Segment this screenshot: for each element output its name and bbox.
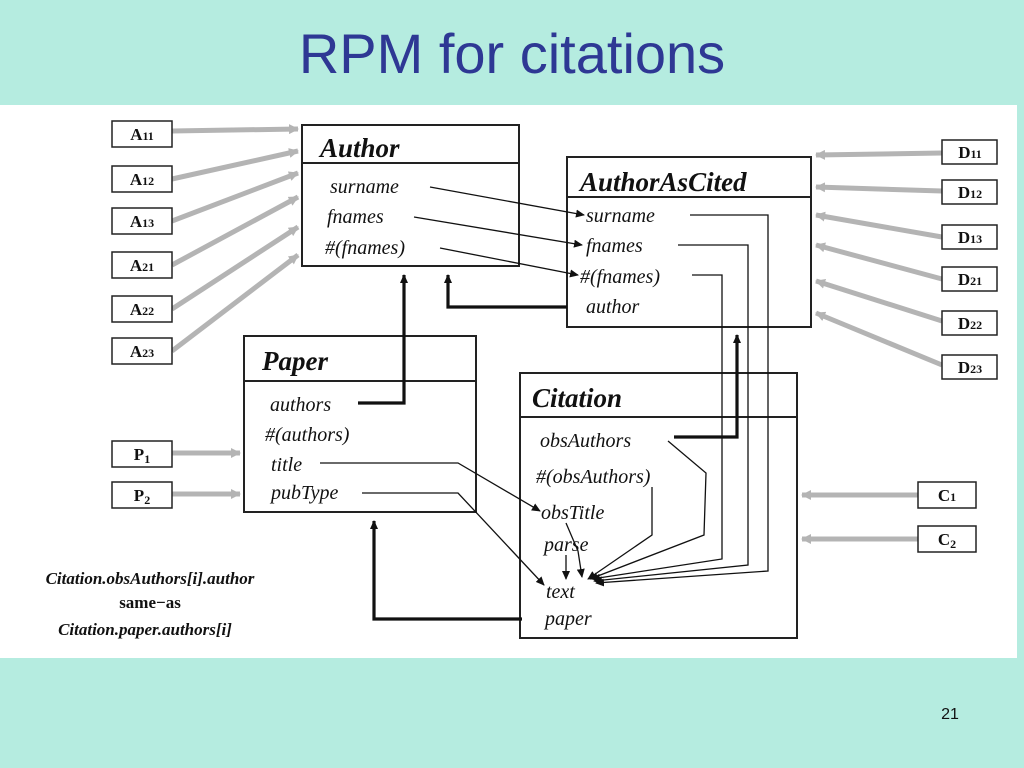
- attr-paper-title: title: [271, 454, 302, 476]
- ref-obsauthors-to-aac: [674, 334, 741, 439]
- constraint-line-2: same−as: [119, 593, 181, 612]
- input-label-c2: C2: [938, 530, 956, 551]
- class-title-author: Author: [318, 133, 400, 163]
- arrow-d12: [815, 182, 943, 194]
- input-box-d13: [941, 224, 998, 250]
- attr-aac-fnames: fnames: [586, 235, 643, 257]
- reference-arrows: [358, 274, 741, 621]
- input-label-a12: A12: [130, 170, 154, 189]
- input-label-p1: P1: [134, 445, 150, 466]
- class-title-author-as-cited: AuthorAsCited: [578, 167, 747, 197]
- arrow-d11: [815, 149, 943, 160]
- attr-author-surname: surname: [330, 176, 399, 198]
- input-label-p2: P2: [134, 486, 150, 507]
- arrow-a21: [170, 194, 300, 268]
- dependency-arrows: [320, 186, 769, 587]
- link-fnames-count-to-aac: [439, 247, 579, 278]
- input-arrows: [170, 124, 943, 544]
- link-surname-to-aac-surname: [429, 186, 585, 218]
- input-box-a11: [111, 120, 173, 148]
- input-label-a13: A13: [130, 212, 154, 231]
- input-box-d11: [941, 139, 998, 165]
- ref-citation-paper-to-paper: [370, 520, 522, 621]
- constraint-line-1: Citation.obsAuthors[i].author: [46, 569, 255, 588]
- input-label-d11: D11: [958, 143, 982, 162]
- attr-aac-author: author: [586, 296, 640, 318]
- link-aac-fnames-count-to-text: [591, 274, 723, 582]
- arrow-a23: [170, 253, 300, 353]
- link-pubtype-to-text: [362, 492, 545, 586]
- input-label-d22: D22: [958, 314, 982, 333]
- class-boxes: [243, 124, 812, 639]
- input-box-a21: [111, 251, 173, 279]
- attr-paper-authors: authors: [270, 394, 331, 416]
- ref-aac-author-to-author: [444, 274, 567, 309]
- arrow-a13: [171, 170, 299, 224]
- class-title-paper: Paper: [261, 346, 328, 376]
- class-box-paper: [243, 335, 477, 513]
- link-obsauthors-count-to-text: [587, 487, 653, 580]
- ref-paper-authors-to-author: [358, 274, 408, 405]
- arrow-d23: [815, 310, 943, 368]
- attr-paper-pubtype: pubType: [269, 482, 339, 504]
- input-label-d23: D23: [958, 358, 982, 377]
- input-box-p2: [111, 481, 173, 509]
- attr-citation-paper: paper: [543, 608, 592, 630]
- attr-author-fnames: fnames: [327, 206, 384, 228]
- link-aac-fnames-to-text: [593, 244, 749, 585]
- link-aac-surname-to-text: [595, 214, 769, 587]
- input-label-boxes: [111, 120, 998, 553]
- link-obsauthors-to-text: [589, 440, 707, 580]
- arrow-d21: [815, 242, 943, 282]
- arrow-a22: [170, 224, 300, 312]
- attr-aac-fnames-count: #(fnames): [580, 266, 660, 288]
- input-label-d13: D13: [958, 228, 982, 247]
- input-box-a22: [111, 295, 173, 323]
- input-label-a11: A11: [130, 125, 154, 144]
- attr-citation-obsauthors: obsAuthors: [540, 430, 631, 452]
- constraint-line-3: Citation.paper.authors[i]: [58, 620, 232, 639]
- input-box-c2: [917, 525, 977, 553]
- input-label-c1: C1: [938, 486, 956, 505]
- attr-citation-text: text: [546, 581, 575, 603]
- class-box-author: [301, 124, 520, 267]
- input-label-texts: A11 A12 A13 A21 A22 A23 D11 D12 D13 D21 …: [130, 125, 982, 551]
- input-box-d12: [941, 179, 998, 205]
- link-title-to-obstitle: [320, 462, 541, 512]
- arrow-d13: [815, 211, 943, 240]
- link-obstitle-to-text: [565, 522, 585, 578]
- attr-citation-obstitle: obsTitle: [541, 502, 604, 524]
- input-box-d21: [941, 266, 998, 292]
- diagram-panel: A11 A12 A13 A21 A22 A23 D11 D12 D13 D21 …: [0, 105, 1017, 658]
- input-box-p1: [111, 440, 173, 468]
- link-fnames-to-aac-fnames: [413, 216, 583, 248]
- arrow-d22: [815, 278, 943, 324]
- input-label-a22: A22: [130, 300, 154, 319]
- slide-title: RPM for citations: [298, 22, 726, 85]
- input-label-d21: D21: [958, 270, 982, 289]
- input-box-a12: [111, 165, 173, 193]
- attr-author-fnames-count: #(fnames): [325, 237, 405, 259]
- page-number: 21: [941, 706, 959, 723]
- input-box-a23: [111, 337, 173, 365]
- input-box-c1: [917, 481, 977, 509]
- attr-aac-surname: surname: [586, 205, 655, 227]
- input-label-a23: A23: [130, 342, 154, 361]
- attr-citation-obsauthors-count: #(obsAuthors): [536, 466, 651, 488]
- input-label-a21: A21: [130, 256, 154, 275]
- attr-paper-authors-count: #(authors): [265, 424, 350, 446]
- class-box-citation: [519, 372, 798, 639]
- rpm-diagram: A11 A12 A13 A21 A22 A23 D11 D12 D13 D21 …: [46, 120, 998, 639]
- input-label-d12: D12: [958, 183, 982, 202]
- arrow-a11: [171, 124, 299, 135]
- arrow-a12: [171, 148, 299, 182]
- attr-citation-parse: parse: [542, 534, 589, 556]
- class-title-citation: Citation: [532, 383, 622, 413]
- input-box-d22: [941, 310, 998, 336]
- input-box-a13: [111, 207, 173, 235]
- input-box-d23: [941, 354, 998, 380]
